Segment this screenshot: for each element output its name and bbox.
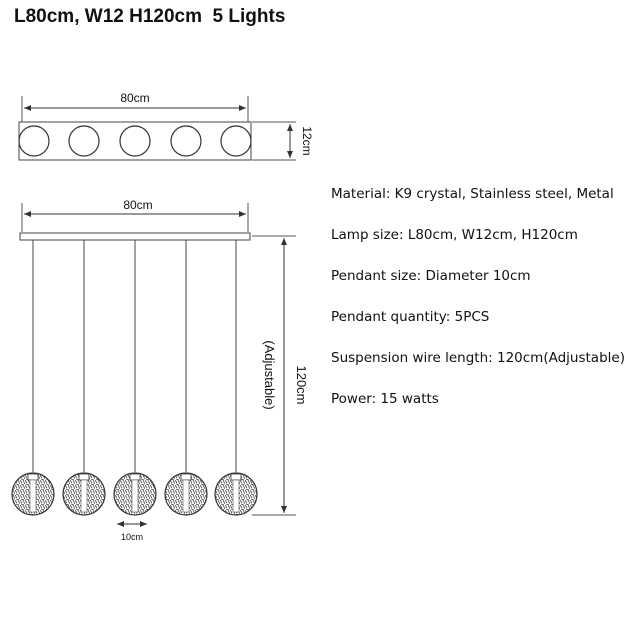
crystal-pendant: [164, 472, 208, 516]
top-globe: [119, 125, 151, 157]
top-globe: [220, 125, 252, 157]
front-view: 80cm: [11, 198, 309, 542]
top-globe: [170, 125, 202, 157]
height-label: 120cm: [294, 365, 309, 404]
front-width-label: 80cm: [123, 198, 152, 212]
crystal-pendant: [62, 472, 106, 516]
pendants: [11, 472, 258, 516]
spec-list: Material: K9 crystal, Stainless steel, M…: [331, 184, 631, 430]
suspension-wires: [32, 240, 237, 472]
crystal-pendant: [214, 472, 258, 516]
ceiling-canopy: [19, 232, 251, 241]
spec-wire-length: Suspension wire length: 120cm(Adjustable…: [331, 350, 625, 366]
top-globe: [68, 125, 100, 157]
top-globes: [18, 125, 252, 157]
top-view: 80cm 12cm: [18, 91, 314, 161]
top-width-label: 80cm: [120, 91, 149, 105]
spec-material: Material: K9 crystal, Stainless steel, M…: [331, 186, 614, 202]
crystal-pendant: [11, 472, 55, 516]
spec-power: Power: 15 watts: [331, 391, 439, 407]
crystal-pendant: [113, 472, 157, 516]
top-globe: [18, 125, 50, 157]
height-adjustable-note: (Adjustable): [262, 340, 277, 409]
spec-lamp-size: Lamp size: L80cm, W12cm, H120cm: [331, 227, 578, 243]
page-title: L80cm, W12 H120cm 5 Lights: [14, 6, 286, 27]
diameter-label: 10cm: [121, 532, 143, 542]
top-depth-label: 12cm: [300, 126, 314, 155]
spec-pendant-size: Pendant size: Diameter 10cm: [331, 268, 531, 284]
spec-pendant-quantity: Pendant quantity: 5PCS: [331, 309, 490, 325]
